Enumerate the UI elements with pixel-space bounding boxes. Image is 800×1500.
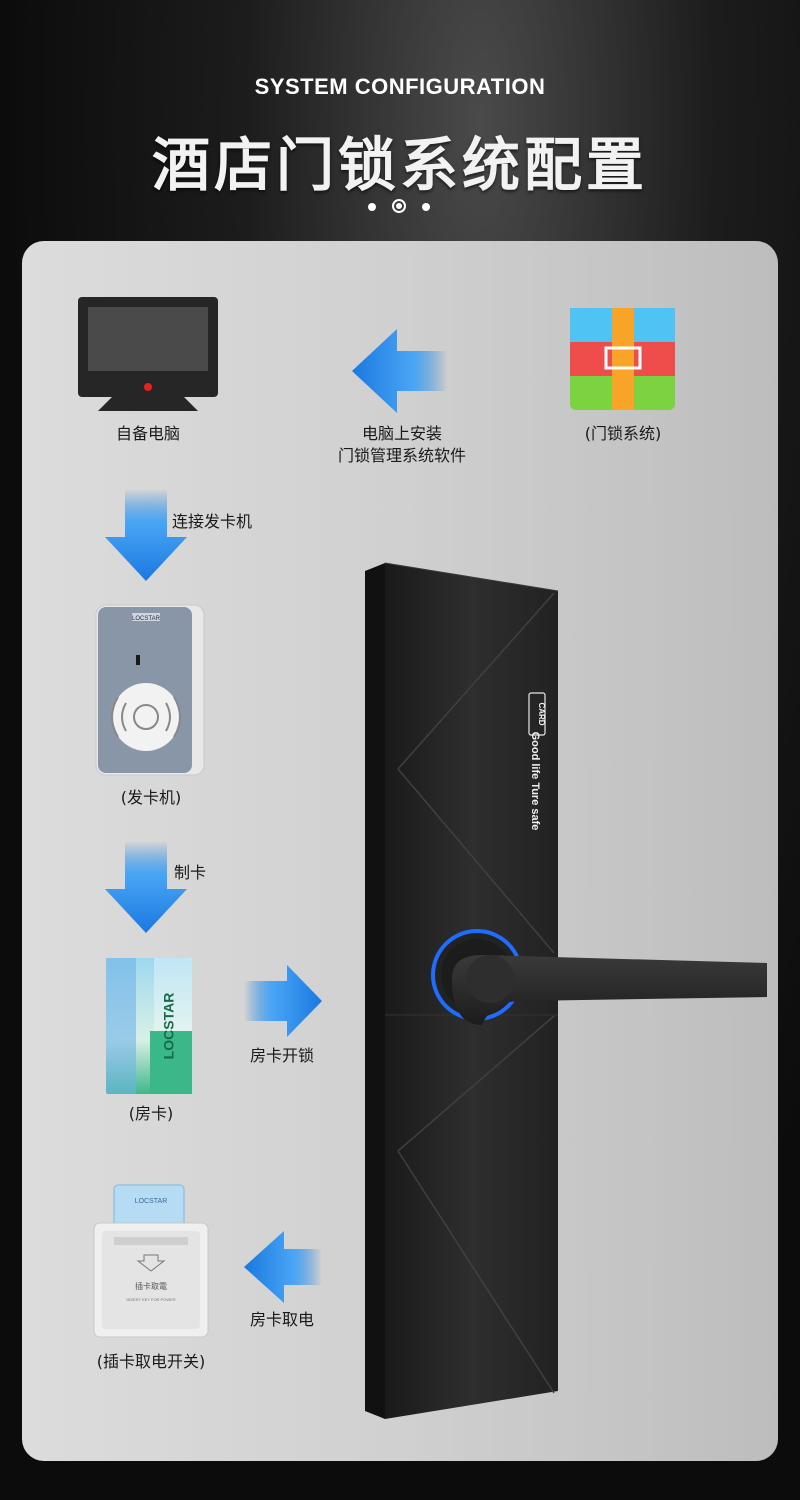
card-encoder-icon <box>95 604 205 776</box>
page-title: 酒店门锁系统配置 <box>151 131 648 199</box>
label-computer: 自备电脑 <box>115 424 180 443</box>
lock-system-app-icon <box>570 308 675 410</box>
pager-dot-active <box>392 199 406 213</box>
card-brand: LOCSTAR <box>161 993 177 1060</box>
lock-slogan: Good life Ture safe <box>529 732 541 831</box>
label-room-card: (房卡) <box>128 1104 174 1123</box>
door-lock-icon <box>365 562 767 1419</box>
diagram-canvas: CARD Good life Ture safe LOCSTAR LOCSTAR… <box>78 297 767 1419</box>
label-connect-encoder: 连接发卡机 <box>172 512 253 531</box>
label-power-switch: (插卡取电开关) <box>96 1352 206 1371</box>
encoder-brand: LOCSTAR <box>132 616 161 622</box>
label-encoder: (发卡机) <box>120 788 182 807</box>
label-make-card: 制卡 <box>174 863 207 882</box>
page-subtitle: SYSTEM CONFIGURATION <box>254 74 546 99</box>
switch-label: 插卡取電 <box>135 1281 167 1291</box>
label-unlock: 房卡开锁 <box>249 1046 314 1065</box>
label-lock-system: (门锁系统) <box>584 424 662 443</box>
label-take-power: 房卡取电 <box>249 1310 314 1329</box>
arrow-right-icon <box>244 965 322 1037</box>
switch-brand: LOCSTAR <box>135 1198 168 1205</box>
switch-label-en: INSERT KEY FOR POWER <box>126 1297 175 1302</box>
power-switch-icon <box>93 1184 209 1338</box>
computer-icon <box>78 297 218 411</box>
lock-badge-text: CARD <box>537 702 546 725</box>
pager-dot <box>368 203 376 211</box>
arrow-down-icon <box>105 841 187 933</box>
label-install-2: 门锁管理系统软件 <box>337 446 466 465</box>
pager-dots <box>360 199 440 215</box>
lock-badge: CARD <box>537 702 546 725</box>
arrow-left-icon <box>244 1231 322 1303</box>
room-card-icon <box>106 958 192 1094</box>
arrow-left-icon <box>352 329 447 413</box>
label-install-1: 电脑上安装 <box>361 424 442 443</box>
diagram-panel: CARD Good life Ture safe LOCSTAR LOCSTAR… <box>22 241 778 1461</box>
arrow-down-icon <box>105 489 187 581</box>
pager-dot <box>422 203 430 211</box>
